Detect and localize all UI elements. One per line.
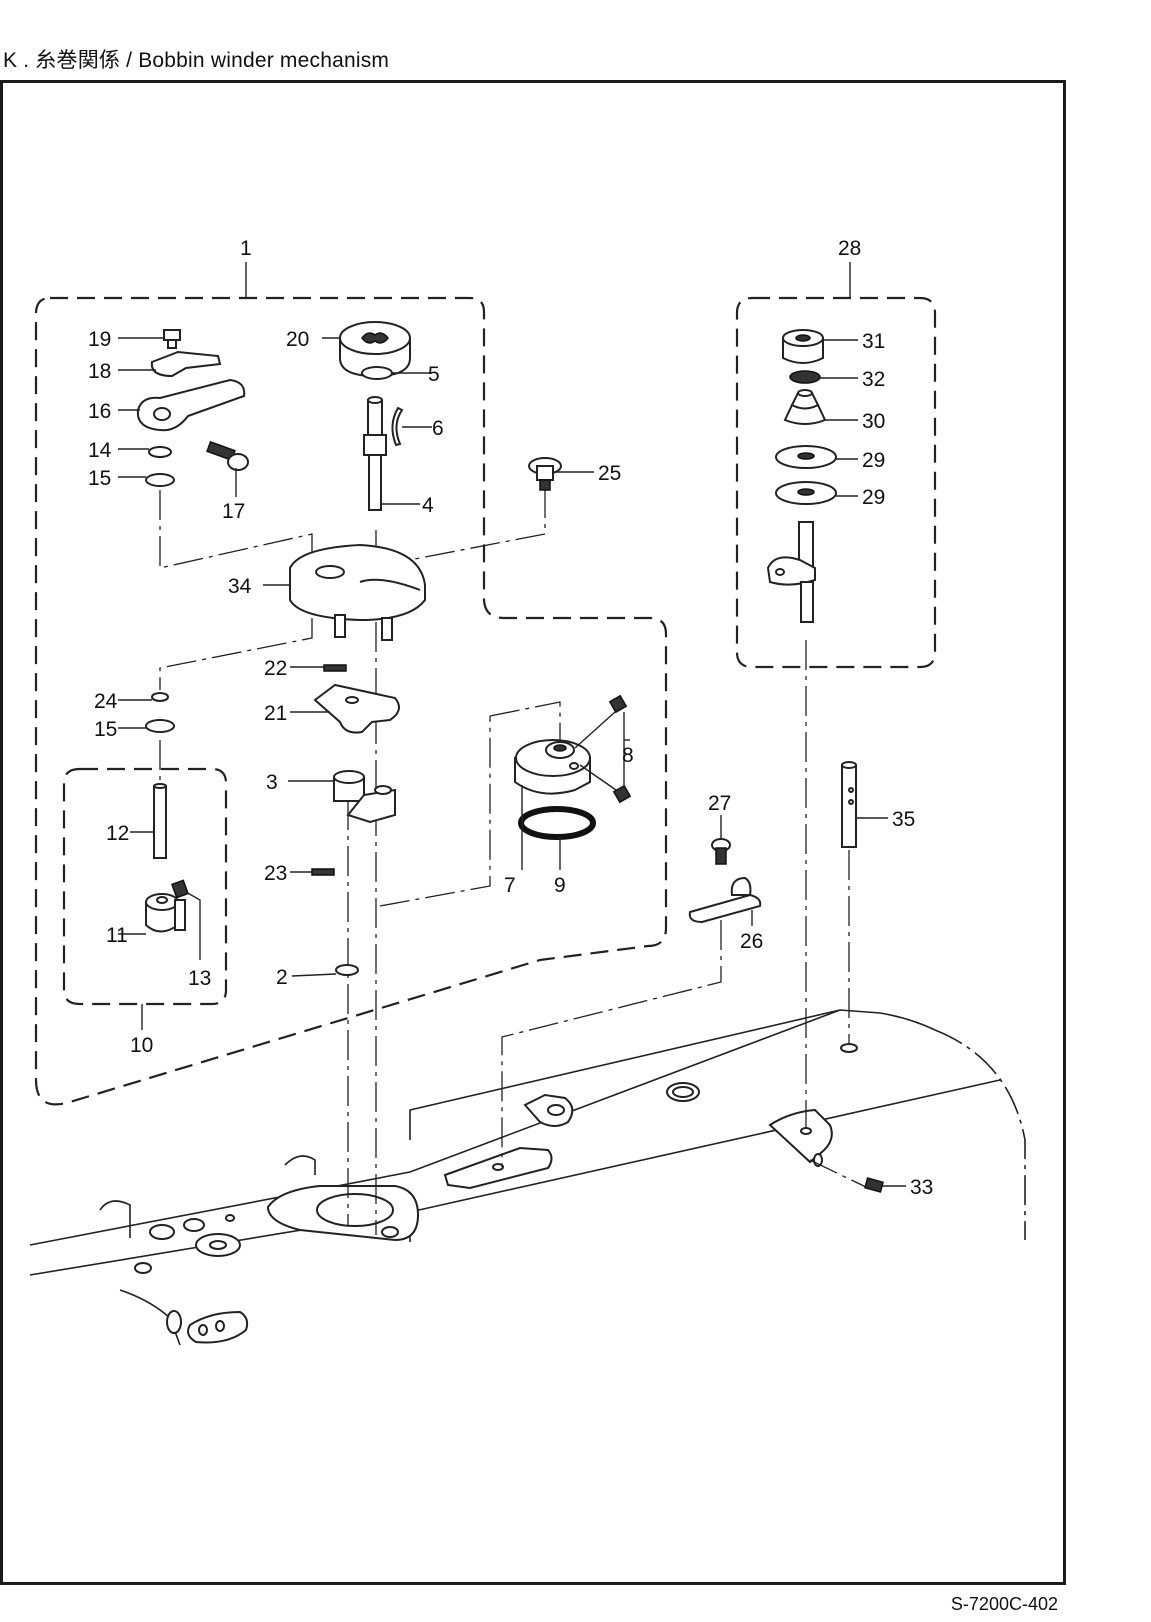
part-12-pin xyxy=(153,783,167,859)
callout-19: 19 xyxy=(88,328,111,351)
callout-14: 14 xyxy=(88,439,112,462)
part-4-shaft xyxy=(363,396,387,511)
part-11-collar xyxy=(145,893,186,933)
axis-25 xyxy=(377,488,546,567)
part-34-base-plate xyxy=(289,543,426,641)
callout-27: 27 xyxy=(708,792,731,815)
axis-15 xyxy=(159,490,313,569)
callout-15-lower: 15 xyxy=(94,718,117,741)
part-3-bracket xyxy=(333,770,396,824)
part-28-stud xyxy=(766,521,816,623)
callout-17: 17 xyxy=(222,500,245,523)
axis-7 xyxy=(489,701,561,740)
part-32-washer xyxy=(789,370,821,384)
callout-32: 32 xyxy=(862,368,885,391)
axis-34 xyxy=(159,618,313,690)
callout-23: 23 xyxy=(264,862,287,885)
assembly-group-10-boundary xyxy=(62,767,228,1006)
part-2-e-ring xyxy=(335,964,359,976)
part-13-screw xyxy=(171,879,189,899)
part-18-plate xyxy=(150,350,222,378)
part-23-spring xyxy=(311,868,335,876)
part-24-ring xyxy=(151,692,169,702)
part-30-spring xyxy=(783,389,827,425)
part-33-screw xyxy=(864,1177,884,1193)
axis-26 xyxy=(501,920,722,1167)
part-16-lever xyxy=(136,378,246,432)
callout-9: 9 xyxy=(554,874,566,897)
part-31-knob xyxy=(782,329,824,364)
callout-29-upper: 29 xyxy=(862,449,885,472)
callout-16: 16 xyxy=(88,400,111,423)
callout-5: 5 xyxy=(428,363,440,386)
part-8-set-screw-bottom xyxy=(612,784,632,804)
part-7-pulley xyxy=(514,739,591,795)
axis-7b xyxy=(379,716,491,907)
axis-33 xyxy=(809,1159,869,1189)
callout-12: 12 xyxy=(106,822,129,845)
diagram-frame xyxy=(0,80,1066,1585)
part-15-washer xyxy=(145,473,175,487)
part-29-disc-lower xyxy=(775,481,837,505)
callout-3: 3 xyxy=(266,771,278,794)
callout-13: 13 xyxy=(188,967,211,990)
assembly-group-1-boundary xyxy=(34,296,668,1106)
part-5-ring xyxy=(361,366,393,380)
callout-30: 30 xyxy=(862,410,885,433)
callout-29-lower: 29 xyxy=(862,486,885,509)
part-25-screw xyxy=(528,457,562,491)
callout-1: 1 xyxy=(240,237,252,260)
machine-arm-body xyxy=(29,1009,1026,1346)
callout-22: 22 xyxy=(264,657,287,680)
callout-25: 25 xyxy=(598,462,621,485)
callout-31: 31 xyxy=(862,330,885,353)
callout-20: 20 xyxy=(286,328,309,351)
callout-35: 35 xyxy=(892,808,915,831)
callout-18: 18 xyxy=(88,360,111,383)
callout-6: 6 xyxy=(432,417,444,440)
part-9-o-ring xyxy=(518,806,596,840)
callout-28: 28 xyxy=(838,237,861,260)
part-26-plate xyxy=(688,893,762,924)
callout-2: 2 xyxy=(276,966,288,989)
callout-7: 7 xyxy=(504,874,516,897)
callout-34: 34 xyxy=(228,575,252,598)
part-17-screw xyxy=(206,440,249,471)
part-29-disc-upper xyxy=(775,445,837,469)
page-title: K . 糸巻関係 / Bobbin winder mechanism xyxy=(3,49,390,72)
callout-4: 4 xyxy=(422,494,434,517)
assembly-group-28-boundary xyxy=(735,296,937,669)
part-22-spring xyxy=(323,664,347,672)
callout-leaders xyxy=(118,337,906,1187)
callout-10: 10 xyxy=(130,1034,153,1057)
callout-11: 11 xyxy=(106,924,128,947)
callout-24: 24 xyxy=(94,690,118,713)
callout-26: 26 xyxy=(740,930,763,953)
part-35-shaft xyxy=(841,761,857,848)
callout-15-upper: 15 xyxy=(88,467,111,490)
page-code: S-7200C-402 xyxy=(950,1594,1058,1614)
part-6-spring xyxy=(391,406,404,447)
part-15b-washer xyxy=(145,719,175,733)
part-27-screw xyxy=(711,838,731,865)
part-21-plate xyxy=(313,683,400,734)
part-14-e-ring xyxy=(148,446,172,458)
callout-8: 8 xyxy=(622,744,634,767)
callout-33: 33 xyxy=(910,1176,933,1199)
part-19-screw xyxy=(163,329,181,349)
callout-21: 21 xyxy=(264,702,287,725)
part-8-set-screw-top xyxy=(608,694,628,714)
